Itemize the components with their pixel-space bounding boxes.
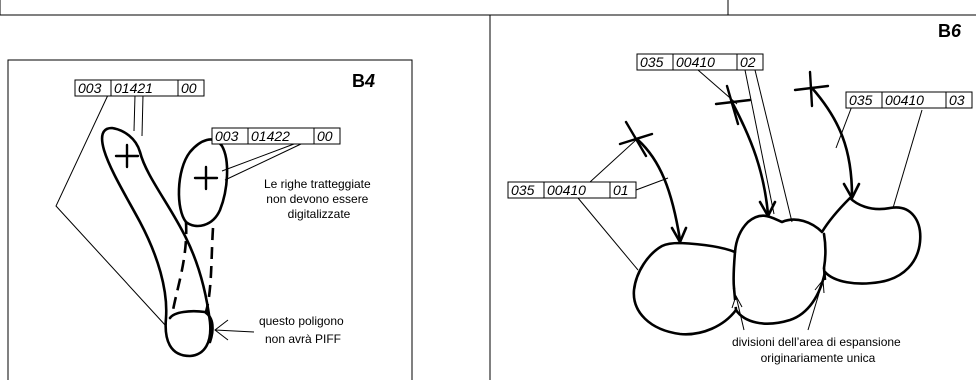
source-cross-icon: [714, 84, 752, 126]
centroid-cross-icon: [193, 165, 219, 191]
code-label-035-00410-03: 035 00410 03: [845, 91, 973, 109]
division-line-right: [822, 232, 827, 270]
flow-path-03: [810, 86, 854, 198]
note-divisions: divisioni dell’area di espansione origin…: [732, 335, 904, 365]
arrowhead-icon: [842, 182, 861, 200]
panel-b6: B6: [489, 14, 976, 380]
source-cross-icon: [793, 70, 830, 108]
dashed-line-left: [170, 221, 188, 317]
panel-b6-frame: [489, 14, 976, 380]
code-part: 01421: [114, 80, 153, 96]
centroid-cross-icon: [114, 143, 140, 169]
arrow-to-division-right: [807, 278, 825, 331]
panel-b4-tag: B4: [352, 71, 375, 91]
code-part: 00410: [676, 54, 715, 70]
flow-path-01: [636, 138, 682, 242]
code-label-003-01421-00: 003 01421 00: [74, 79, 205, 97]
panel-b6-tag: B6: [938, 21, 962, 41]
source-cross-icon: [618, 120, 654, 158]
arrow-to-division-left: [731, 294, 745, 331]
polygon-003-01422-lower: [168, 309, 214, 344]
code-part: 035: [511, 182, 535, 198]
expansion-area-outline: [632, 196, 922, 336]
code-part: 00: [181, 80, 197, 96]
code-part: 003: [78, 80, 102, 96]
panel-b4-frame: [7, 59, 413, 380]
note-dashed-lines: Le righe tratteggiate non devono essere …: [264, 177, 374, 221]
dashed-line-right: [204, 227, 215, 313]
polygon-003-01421: [100, 126, 212, 358]
code-label-035-00410-02: 035 00410 02: [636, 53, 764, 71]
panel-b4: B4 003 01421 0: [7, 59, 413, 380]
flow-path-02: [731, 102, 770, 216]
leader-lines-b4: [55, 94, 302, 327]
top-frame-remnant: [0, 0, 729, 16]
code-part: 00410: [547, 182, 586, 198]
code-label-003-01422-00: 003 01422 00: [211, 127, 341, 145]
code-part: 03: [949, 92, 965, 108]
division-line-left: [732, 250, 737, 290]
code-label-035-00410-01: 035 00410 01: [507, 181, 637, 199]
code-part: 01422: [251, 128, 290, 144]
code-part: 003: [215, 128, 239, 144]
note-polygon-no-piff: questo poligono non avrà PIFF: [259, 314, 347, 346]
polygon-003-01422-upper: [177, 138, 229, 228]
arrowhead-icon: [670, 226, 688, 244]
code-part: 01: [613, 182, 629, 198]
code-part: 00410: [885, 92, 924, 108]
code-part: 02: [740, 54, 756, 70]
code-part: 035: [640, 54, 664, 70]
division-gap-right: [822, 267, 827, 281]
arrow-to-polygon: [214, 319, 255, 341]
code-part: 035: [849, 92, 873, 108]
code-part: 00: [317, 128, 333, 144]
leader-lines-b6: [577, 69, 923, 271]
